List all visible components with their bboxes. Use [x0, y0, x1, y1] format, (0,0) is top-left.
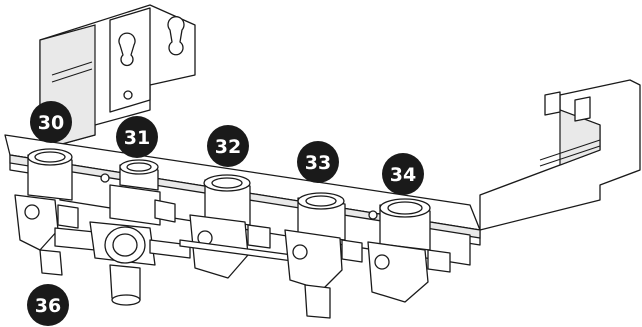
- callout-36-label: 36: [35, 295, 61, 317]
- keyhole-slot: [168, 17, 184, 55]
- right-bracket: [480, 80, 640, 230]
- callout-33-label: 33: [305, 152, 331, 174]
- filter-assembly: [55, 222, 190, 305]
- callout-30: 30: [30, 101, 72, 143]
- callout-34-label: 34: [390, 164, 416, 186]
- callout-36: 36: [27, 284, 69, 326]
- callout-32: 32: [207, 125, 249, 167]
- callout-30-label: 30: [38, 112, 64, 134]
- callout-31-label: 31: [124, 127, 150, 149]
- keyhole-slot: [119, 33, 135, 65]
- callout-33: 33: [297, 141, 339, 183]
- callout-34: 34: [382, 153, 424, 195]
- callout-32-label: 32: [215, 136, 241, 158]
- callout-31: 31: [116, 116, 158, 158]
